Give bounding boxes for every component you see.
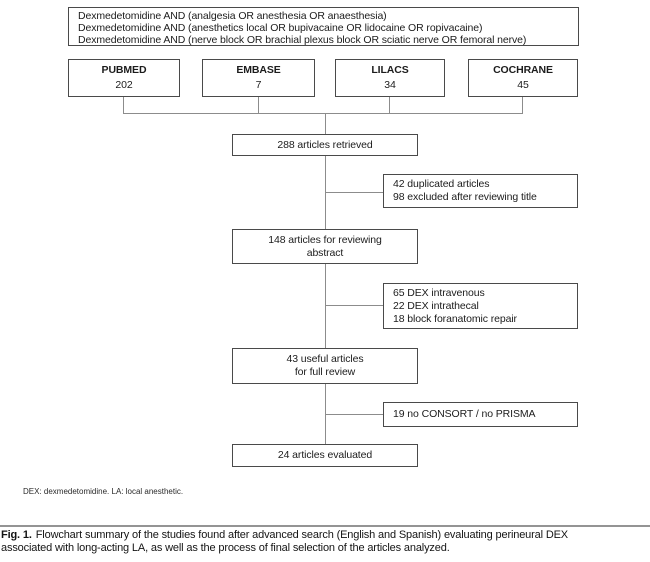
figure-caption-text-line2: associated with long-acting LA, as well … (1, 541, 450, 554)
search-query-line: Dexmedetomidine AND (analgesia OR anesth… (78, 10, 387, 22)
abbreviation-footnote: DEX: dexmedetomidine. LA: local anesthet… (23, 487, 184, 496)
database-box-lilacs: LILACS 34 (335, 59, 445, 97)
exclusion-box-title-screen: 42 duplicated articles 98 excluded after… (383, 174, 578, 208)
database-count: 45 (517, 79, 529, 91)
connector-bus (123, 113, 523, 114)
flow-box-full-review: 43 useful articles for full review (232, 348, 418, 384)
database-name: EMBASE (236, 64, 281, 76)
database-box-pubmed: PUBMED 202 (68, 59, 180, 97)
connector-branch-title-exclusion (326, 192, 383, 193)
connector-trunk-3 (325, 384, 326, 444)
figure-caption-label: Fig. 1. (1, 529, 32, 541)
connector-branch-abstract-exclusion (326, 305, 383, 306)
connector-trunk-1 (325, 156, 326, 229)
figure-caption-text-line1: Flowchart summary of the studies found a… (35, 529, 568, 541)
connector-stub-cochrane (522, 97, 523, 114)
connector-stub-pubmed (123, 97, 124, 114)
database-name: LILACS (371, 64, 409, 76)
database-count: 202 (115, 79, 133, 91)
connector-stub-lilacs (389, 97, 390, 114)
flow-box-abstract-review: 148 articles for reviewing abstract (232, 229, 418, 264)
connector-drop-retrieved (325, 113, 326, 134)
search-query-line: Dexmedetomidine AND (anesthetics local O… (78, 22, 483, 34)
database-box-embase: EMBASE 7 (202, 59, 315, 97)
connector-trunk-2 (325, 264, 326, 348)
connector-stub-embase (258, 97, 259, 114)
search-query-box: Dexmedetomidine AND (analgesia OR anesth… (68, 7, 579, 46)
search-query-line: Dexmedetomidine AND (nerve block OR brac… (78, 34, 527, 46)
flow-box-retrieved: 288 articles retrieved (232, 134, 418, 156)
connector-branch-full-exclusion (326, 414, 383, 415)
caption-divider-rule (0, 525, 650, 527)
database-count: 7 (255, 79, 262, 91)
figure-caption: Fig. 1.Flowchart summary of the studies … (1, 529, 650, 554)
database-name: PUBMED (101, 64, 147, 76)
flow-box-evaluated: 24 articles evaluated (232, 444, 418, 467)
exclusion-box-abstract-screen: 65 DEX intravenous 22 DEX intrathecal 18… (383, 283, 578, 329)
exclusion-box-full-screen: 19 no CONSORT / no PRISMA (383, 402, 578, 427)
database-count: 34 (384, 79, 396, 91)
database-name: COCHRANE (493, 64, 553, 76)
database-box-cochrane: COCHRANE 45 (468, 59, 578, 97)
